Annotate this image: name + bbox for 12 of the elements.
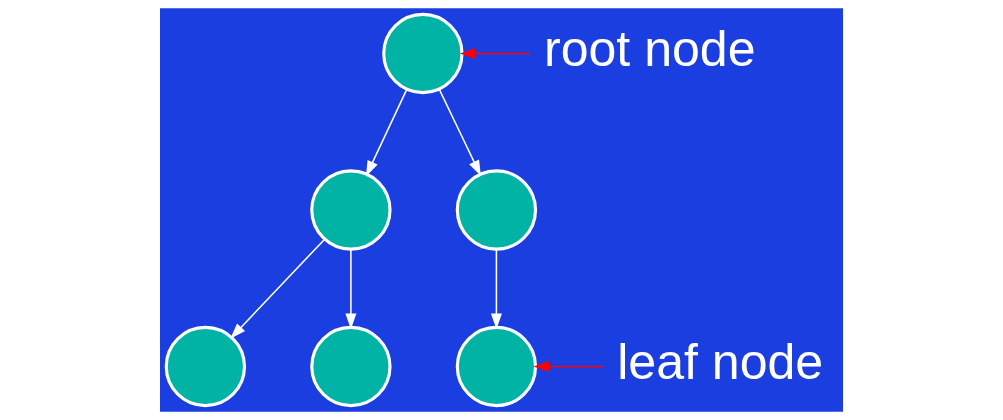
node-circle: [310, 325, 392, 408]
arrow: [438, 88, 481, 177]
node-text: leaf node: [617, 334, 824, 391]
node-circle: [310, 169, 392, 251]
node-circle: [455, 325, 538, 408]
node-text: root node: [543, 21, 756, 78]
arrow: [230, 238, 325, 339]
arrow: [459, 48, 531, 59]
arrow: [365, 89, 408, 177]
node-circle: [382, 12, 464, 95]
arrow: [533, 361, 605, 372]
node-circle: [455, 169, 538, 251]
